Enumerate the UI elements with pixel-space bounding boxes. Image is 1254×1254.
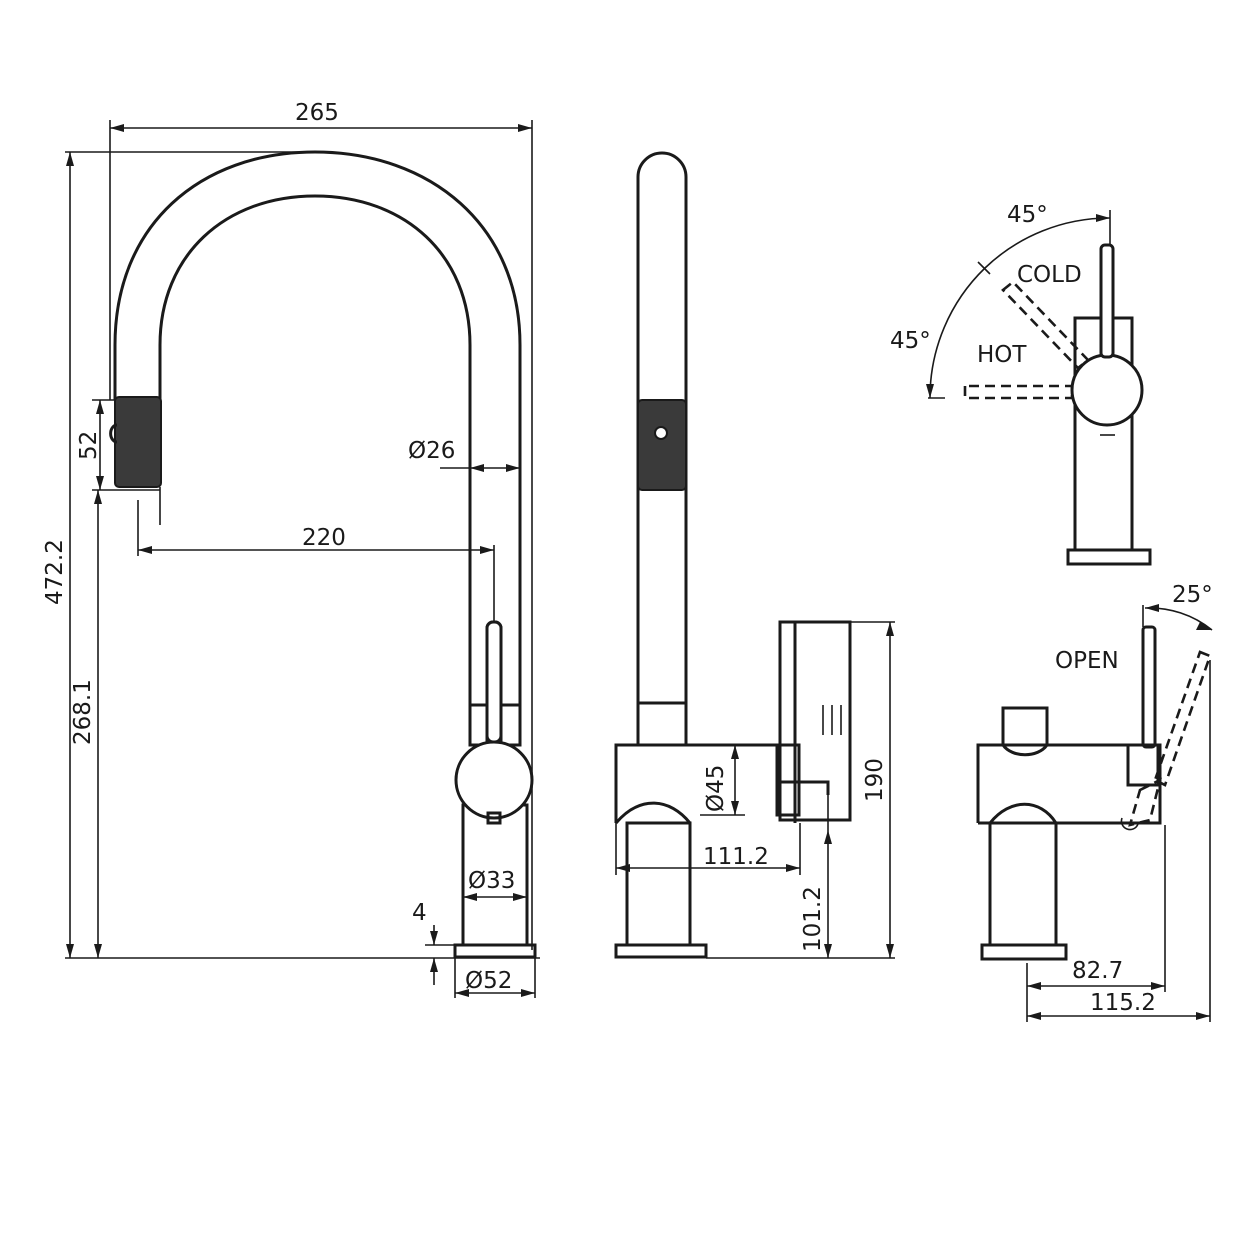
dim-lever-diameter: Ø45 <box>703 765 729 812</box>
dim-base-thickness: 4 <box>412 900 427 926</box>
side-spout <box>638 153 686 745</box>
angle-top: 45° <box>1007 202 1048 228</box>
dim-spout-reach: 220 <box>302 525 346 551</box>
open-lever-tilted <box>1155 652 1210 785</box>
pullout-button-icon <box>111 425 117 442</box>
side-stem <box>627 823 690 945</box>
side-lever-knob <box>777 745 799 815</box>
rotation-base <box>1068 550 1150 564</box>
dim-base-diameter: Ø52 <box>465 968 512 994</box>
angle-side: 45° <box>890 328 931 354</box>
label-cold: COLD <box>1017 262 1082 288</box>
rotation-lever-cold <box>1003 282 1088 368</box>
dim-pullout-length: 52 <box>76 431 102 460</box>
dim-height-outlet: 268.1 <box>70 679 96 745</box>
front-lever-hub <box>456 742 532 818</box>
side-pullout-button-icon <box>655 427 667 439</box>
dim-spout-diameter: Ø26 <box>408 438 455 464</box>
side-lever-handle <box>780 622 850 820</box>
angle-open: 25° <box>1172 582 1213 608</box>
side-view <box>616 153 850 957</box>
dim-height-overall: 472.2 <box>42 539 68 605</box>
side-dimensions: Ø45 111.2 101.2 190 <box>616 622 895 958</box>
side-base <box>616 945 706 957</box>
rotation-lever-upright <box>1101 245 1113 357</box>
front-view <box>111 152 535 957</box>
pullout-head-grip <box>115 397 161 487</box>
dim-width-overall: 265 <box>295 100 339 126</box>
open-stem <box>990 823 1056 945</box>
open-angle-view: 25° OPEN 82.7 115.2 <box>978 582 1213 1022</box>
label-open: OPEN <box>1055 648 1119 674</box>
open-top-block <box>1003 708 1047 745</box>
front-spout-inner <box>160 196 470 705</box>
front-lever-tip <box>488 813 500 823</box>
label-hot: HOT <box>977 342 1027 368</box>
dim-side-height: 190 <box>862 758 888 802</box>
front-dimensions: 265 472.2 268.1 52 Ø26 220 <box>42 100 540 998</box>
dim-lever-height: 101.2 <box>800 886 826 952</box>
front-lever <box>487 622 501 742</box>
dim-body-depth: 111.2 <box>703 844 769 870</box>
dim-body-diameter: Ø33 <box>468 868 515 894</box>
handle-rotation-view: 45° 45° COLD HOT <box>890 202 1150 564</box>
front-spout-outer <box>115 152 520 705</box>
side-pullout-grip <box>638 400 686 490</box>
dim-depth-small: 82.7 <box>1072 958 1123 984</box>
open-base <box>982 945 1066 959</box>
open-lever <box>1143 627 1155 747</box>
dim-depth-large: 115.2 <box>1090 990 1156 1016</box>
front-base <box>455 945 535 957</box>
rotation-lever-hot <box>965 386 1072 398</box>
open-body <box>978 745 1160 823</box>
